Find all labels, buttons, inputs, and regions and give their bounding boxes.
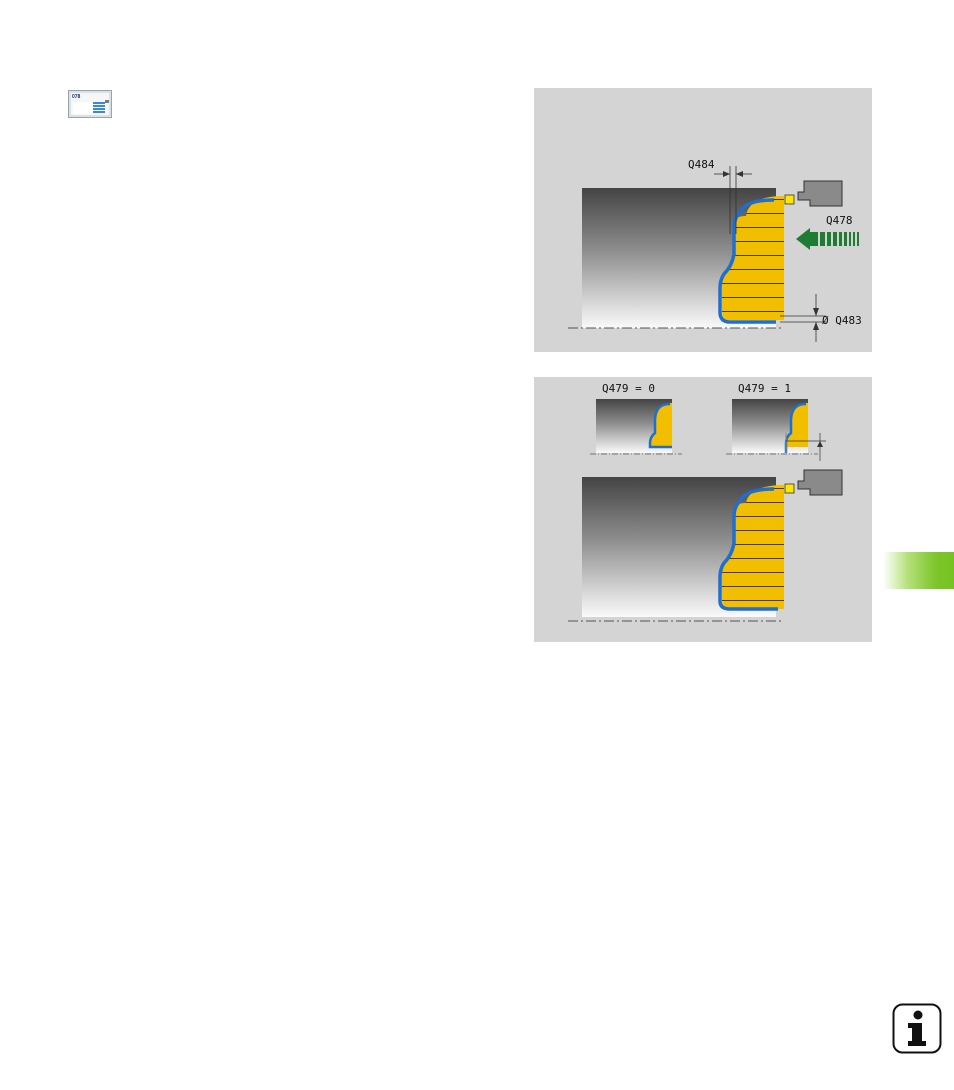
- tool: [784, 180, 843, 207]
- material-area: [722, 196, 784, 320]
- inset-q479-1: Q479 = 1: [726, 382, 826, 461]
- label-q478: Q478: [826, 214, 853, 227]
- figure-contour-continuation: Q479 = 0 Q479 = 1: [534, 377, 872, 642]
- material-area: [722, 485, 784, 609]
- figure-roughing-parameters: Q484 Q478 Ø Q483: [534, 88, 872, 352]
- feed-arrow-q478: Q478: [796, 214, 859, 250]
- label-q479-1: Q479 = 1: [738, 382, 791, 395]
- label-q483: Ø Q483: [822, 314, 862, 327]
- tool: [784, 469, 843, 496]
- cycle-soft-key-icon: 078: [68, 90, 112, 118]
- label-q479-0: Q479 = 0: [602, 382, 655, 395]
- chapter-tab: [883, 552, 954, 589]
- dimension-q483: Ø Q483: [780, 294, 862, 342]
- inset-q479-0: Q479 = 0: [590, 382, 682, 455]
- dimension-q484: Q484: [688, 158, 752, 234]
- label-q484: Q484: [688, 158, 715, 171]
- soft-key-label: 078: [72, 94, 81, 100]
- finish-contour: [718, 198, 776, 324]
- finish-contour: [718, 487, 778, 611]
- info-icon: [892, 1003, 942, 1054]
